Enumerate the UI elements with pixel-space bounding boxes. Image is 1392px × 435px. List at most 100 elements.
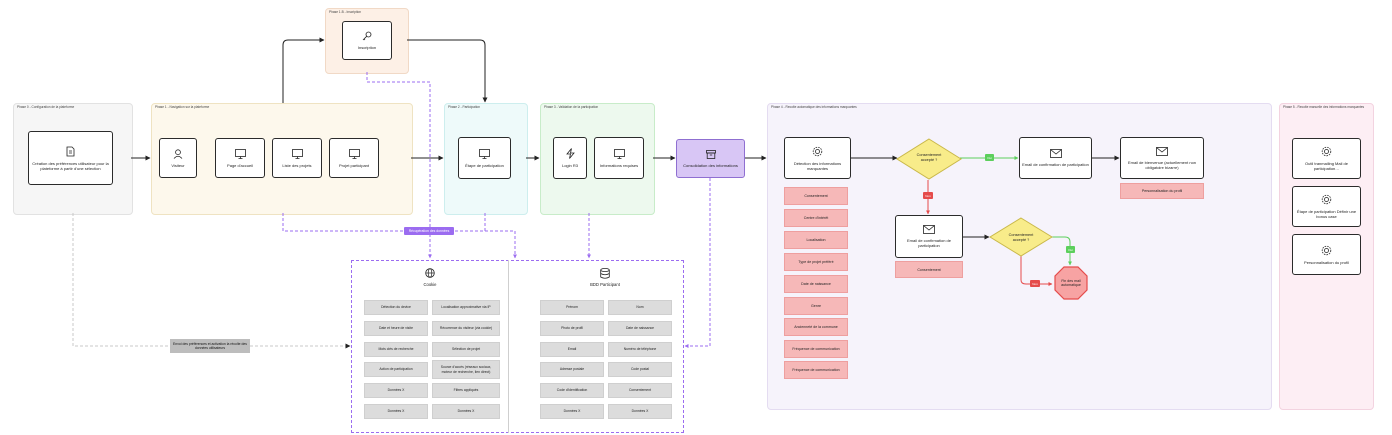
etape-label: Étape de participation bbox=[465, 162, 504, 168]
login-node[interactable]: Login R3 bbox=[553, 137, 587, 179]
red-pill: Date de naissance bbox=[784, 275, 848, 293]
projet-label: Projet participant bbox=[338, 162, 369, 168]
non-tag-1: Non bbox=[923, 192, 933, 199]
phase4-title: Phase 4 - Recolte automatique des inform… bbox=[771, 105, 857, 109]
consolidation-label: Consolidation des informations bbox=[683, 162, 738, 168]
projet-participant-node[interactable]: Projet participant bbox=[329, 138, 379, 178]
visiteur-label: Visiteur bbox=[171, 162, 185, 168]
bdd-cell: Prénom bbox=[540, 300, 604, 315]
etape2-node[interactable]: Étape de participation Définir une bonus… bbox=[1292, 186, 1361, 227]
liste-projets-node[interactable]: Liste des projets bbox=[272, 138, 322, 178]
email-bienvenue-label: Email de bienvenue (actuellement non obl… bbox=[1127, 159, 1197, 170]
cookie-cell: Détection du device bbox=[364, 300, 428, 315]
globe-icon bbox=[425, 268, 435, 278]
consentement-1-label: Consentement accepté ? bbox=[916, 153, 942, 162]
login-label: Login R3 bbox=[561, 163, 578, 168]
monitor-icon bbox=[479, 148, 490, 159]
oui-tag-1: Oui bbox=[985, 154, 994, 161]
email2-label: Email de confirmation de participation bbox=[906, 238, 952, 248]
bdd-cell: Adresse postale bbox=[540, 362, 604, 377]
envoi-label: Envoi des préférences et activation la r… bbox=[170, 339, 250, 353]
monitor-icon bbox=[348, 148, 360, 159]
cookie-cell: Localisation approximative via IP bbox=[432, 300, 500, 315]
fin-label: Fin des mail automatique bbox=[1061, 279, 1081, 288]
cookie-cell: Données X bbox=[432, 404, 500, 419]
phase3-title: Phase 3 - Validation de la participation bbox=[544, 105, 599, 109]
gear-icon bbox=[1321, 146, 1332, 157]
cookie-cell: Action de participation bbox=[364, 362, 428, 377]
phase1-title: Phase 1 - Navigation sur la plateforme bbox=[155, 105, 210, 109]
red-pill: Centre d'intérêt bbox=[784, 209, 848, 227]
bdd-cell: Date de naissance bbox=[608, 321, 672, 336]
red-pill: Fréquence de communication bbox=[784, 340, 848, 358]
infos-requises-node[interactable]: Informations requises bbox=[594, 137, 644, 179]
phase2-title: Phase 2 - Participation bbox=[448, 105, 481, 109]
phase0-title: Phase 0 - Configuration de la plateforme bbox=[17, 105, 75, 109]
creation-preferences-node[interactable]: Création des préférences utilisateur pou… bbox=[28, 131, 113, 185]
phase5-title: Phase 5 - Recolte manuelle des informati… bbox=[1283, 105, 1365, 109]
consolidation-node[interactable]: Consolidation des informations bbox=[676, 139, 745, 178]
gear-icon bbox=[1321, 194, 1332, 205]
accueil-node[interactable]: Page d'accueil bbox=[215, 138, 265, 178]
red-pill: Localisation bbox=[784, 231, 848, 249]
user-icon bbox=[173, 148, 183, 159]
data-store-divider bbox=[508, 260, 509, 433]
cookie-cell: Filtres appliqués bbox=[432, 383, 500, 398]
etape-participation-node[interactable]: Étape de participation bbox=[458, 137, 511, 179]
perso-label: Personnalisation du profil bbox=[1304, 259, 1349, 265]
red-pill: Fréquence de communication bbox=[784, 361, 848, 379]
consentement-2-label: Consentement accepté ? bbox=[1008, 233, 1034, 242]
inscription-node[interactable]: Inscription bbox=[342, 21, 392, 60]
cookie-cell: Date et heure de visite bbox=[364, 321, 428, 336]
email1-label: Email de confirmation de participation bbox=[1022, 162, 1089, 167]
cookie-cell: Mots clés de recherche bbox=[364, 342, 428, 357]
red-pill: Genre bbox=[784, 297, 848, 315]
consentement-pill: Consentement bbox=[895, 261, 963, 278]
document-icon bbox=[66, 146, 75, 156]
outil-node[interactable]: Outil tranmailing Mail de participation… bbox=[1292, 138, 1361, 179]
consentement-decision-2 bbox=[989, 217, 1053, 257]
bdd-cell: Consentement bbox=[608, 383, 672, 398]
inscription-label: Inscription bbox=[357, 45, 377, 50]
database-icon bbox=[600, 268, 610, 279]
perso-node[interactable]: Personnalisation du profil bbox=[1292, 234, 1361, 275]
etape2-label: Étape de participation Définir une bonus… bbox=[1296, 209, 1357, 219]
consentement-decision-1 bbox=[896, 138, 962, 180]
non-tag-2: Non bbox=[1030, 280, 1040, 287]
bdd-cell: Code d'identification bbox=[540, 383, 604, 398]
stop-octagon bbox=[1054, 266, 1088, 300]
email-confirmation-1-node[interactable]: Email de confirmation de participation bbox=[1019, 137, 1092, 179]
bdd-cell: Numéro de téléphone bbox=[608, 342, 672, 357]
bdd-cell: Nom bbox=[608, 300, 672, 315]
infos-requises-label: Informations requises bbox=[599, 162, 639, 168]
archive-icon bbox=[705, 149, 716, 159]
mail-icon bbox=[1156, 146, 1168, 156]
accueil-label: Page d'accueil bbox=[227, 162, 253, 168]
bdd-cell: Email bbox=[540, 342, 604, 357]
phase1b-title: Phase 1.B - Inscription bbox=[329, 10, 362, 14]
detection-node[interactable]: Détection des informations marquantes bbox=[784, 137, 851, 179]
cookie-cell: Source d'accès (réseaux sociaux, moteur … bbox=[432, 360, 500, 379]
bdd-cell: Données X bbox=[540, 404, 604, 419]
creation-label: Création des préférences utilisateur pou… bbox=[32, 160, 109, 171]
bdd-cell: Photo de profil bbox=[540, 321, 604, 336]
outil-label: Outil tranmailing Mail de participation… bbox=[1305, 161, 1348, 171]
cookie-title: Cookie bbox=[423, 282, 437, 287]
gear-icon bbox=[812, 146, 823, 156]
monitor-icon bbox=[613, 148, 625, 159]
recuperation-label: Récupération des données bbox=[404, 227, 454, 235]
phase1b-region: Phase 1.B - Inscription bbox=[325, 8, 409, 74]
visiteur-node[interactable]: Visiteur bbox=[159, 138, 197, 178]
mail-icon bbox=[923, 225, 935, 234]
cookie-cell: Données X bbox=[364, 383, 428, 398]
email-confirmation-2-node[interactable]: Email de confirmation de participation bbox=[895, 215, 963, 258]
lightning-icon bbox=[565, 148, 575, 159]
red-pill: Consentement bbox=[784, 187, 848, 205]
bdd-title: BDD Participant bbox=[590, 282, 620, 287]
mail-icon bbox=[1049, 149, 1062, 158]
email-bienvenue-node[interactable]: Email de bienvenue (actuellement non obl… bbox=[1120, 137, 1204, 179]
liste-label: Liste des projets bbox=[282, 162, 312, 168]
cookie-cell: Récurrence du visiteur (via cookie) bbox=[432, 321, 500, 336]
perso-profil-pill: Personnalisation du profil bbox=[1120, 183, 1204, 199]
cookie-cell: Sélection de projet bbox=[432, 342, 500, 357]
